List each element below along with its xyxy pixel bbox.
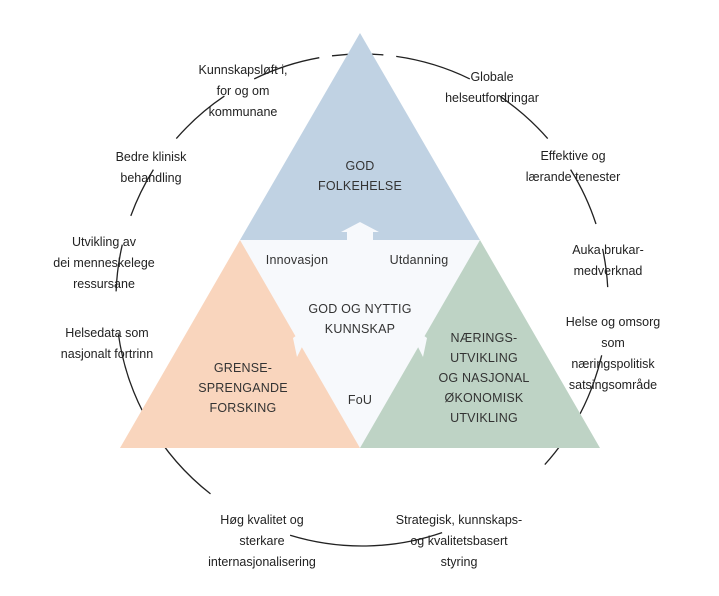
top-triangle	[240, 33, 480, 240]
arrow-up-icon	[341, 222, 379, 240]
arrow-left-icon	[290, 323, 307, 357]
center-triangle	[240, 240, 480, 448]
cycle-label-strategisk-styring: Strategisk, kunnskaps- og kvalitetsbaser…	[395, 513, 523, 569]
ring-segment	[289, 531, 443, 547]
ring-segment	[601, 248, 609, 288]
ring-segment	[115, 244, 123, 292]
ring-segment	[253, 57, 320, 80]
ring-segment	[396, 55, 471, 80]
cycle-label-hog-kvalitet: Høg kvalitet og sterkare internasjonalis…	[208, 513, 316, 569]
cycle-label-brukarmedverknad: Auka brukar- medverknad	[572, 243, 644, 278]
ring-segment	[499, 95, 549, 140]
cycle-label-helse-omsorg: Helse og omsorg som næringspolitisk sats…	[565, 315, 661, 392]
center-label-utdanning: Utdanning	[389, 253, 449, 267]
cycle-label-klinisk-behandling: Bedre klinisk behandling	[115, 150, 187, 185]
right-triangle	[360, 240, 600, 448]
center-triangle-label: GOD OG NYTTIG KUNNSKAP	[308, 302, 412, 336]
ring-segment	[130, 169, 154, 217]
right-triangle-label: NÆRINGS- UTVIKLING OG NASJONAL ØKONOMISK…	[438, 331, 530, 425]
cycle-label-menneskelege-ressursar: Utvikling av dei menneskelege ressursane	[53, 235, 155, 291]
cycle-label-kunnskapsloft: Kunnskapsløft i, for og om kommunane	[198, 63, 288, 119]
ring-segment	[544, 355, 603, 466]
left-triangle	[120, 240, 360, 448]
cycle-label-helsedata: Helsedata som nasjonalt fortrinn	[60, 326, 154, 361]
cycle-ring	[115, 53, 609, 547]
center-label-fou: FoU	[347, 393, 373, 407]
left-triangle-label: GRENSE- SPRENGANDE FORSKING	[198, 361, 288, 415]
ring-segment	[570, 169, 597, 225]
cycle-label-effektive-tenester: Effektive og lærande tenester	[525, 149, 621, 184]
cycle-label-globale-helseutfordringar: Globale helseutfordringar	[445, 70, 539, 105]
ring-segment	[175, 95, 225, 140]
top-triangle-label: GOD FOLKEHELSE	[318, 159, 402, 193]
arrow-right-icon	[413, 323, 430, 357]
center-label-innovasjon: Innovasjon	[265, 253, 329, 267]
